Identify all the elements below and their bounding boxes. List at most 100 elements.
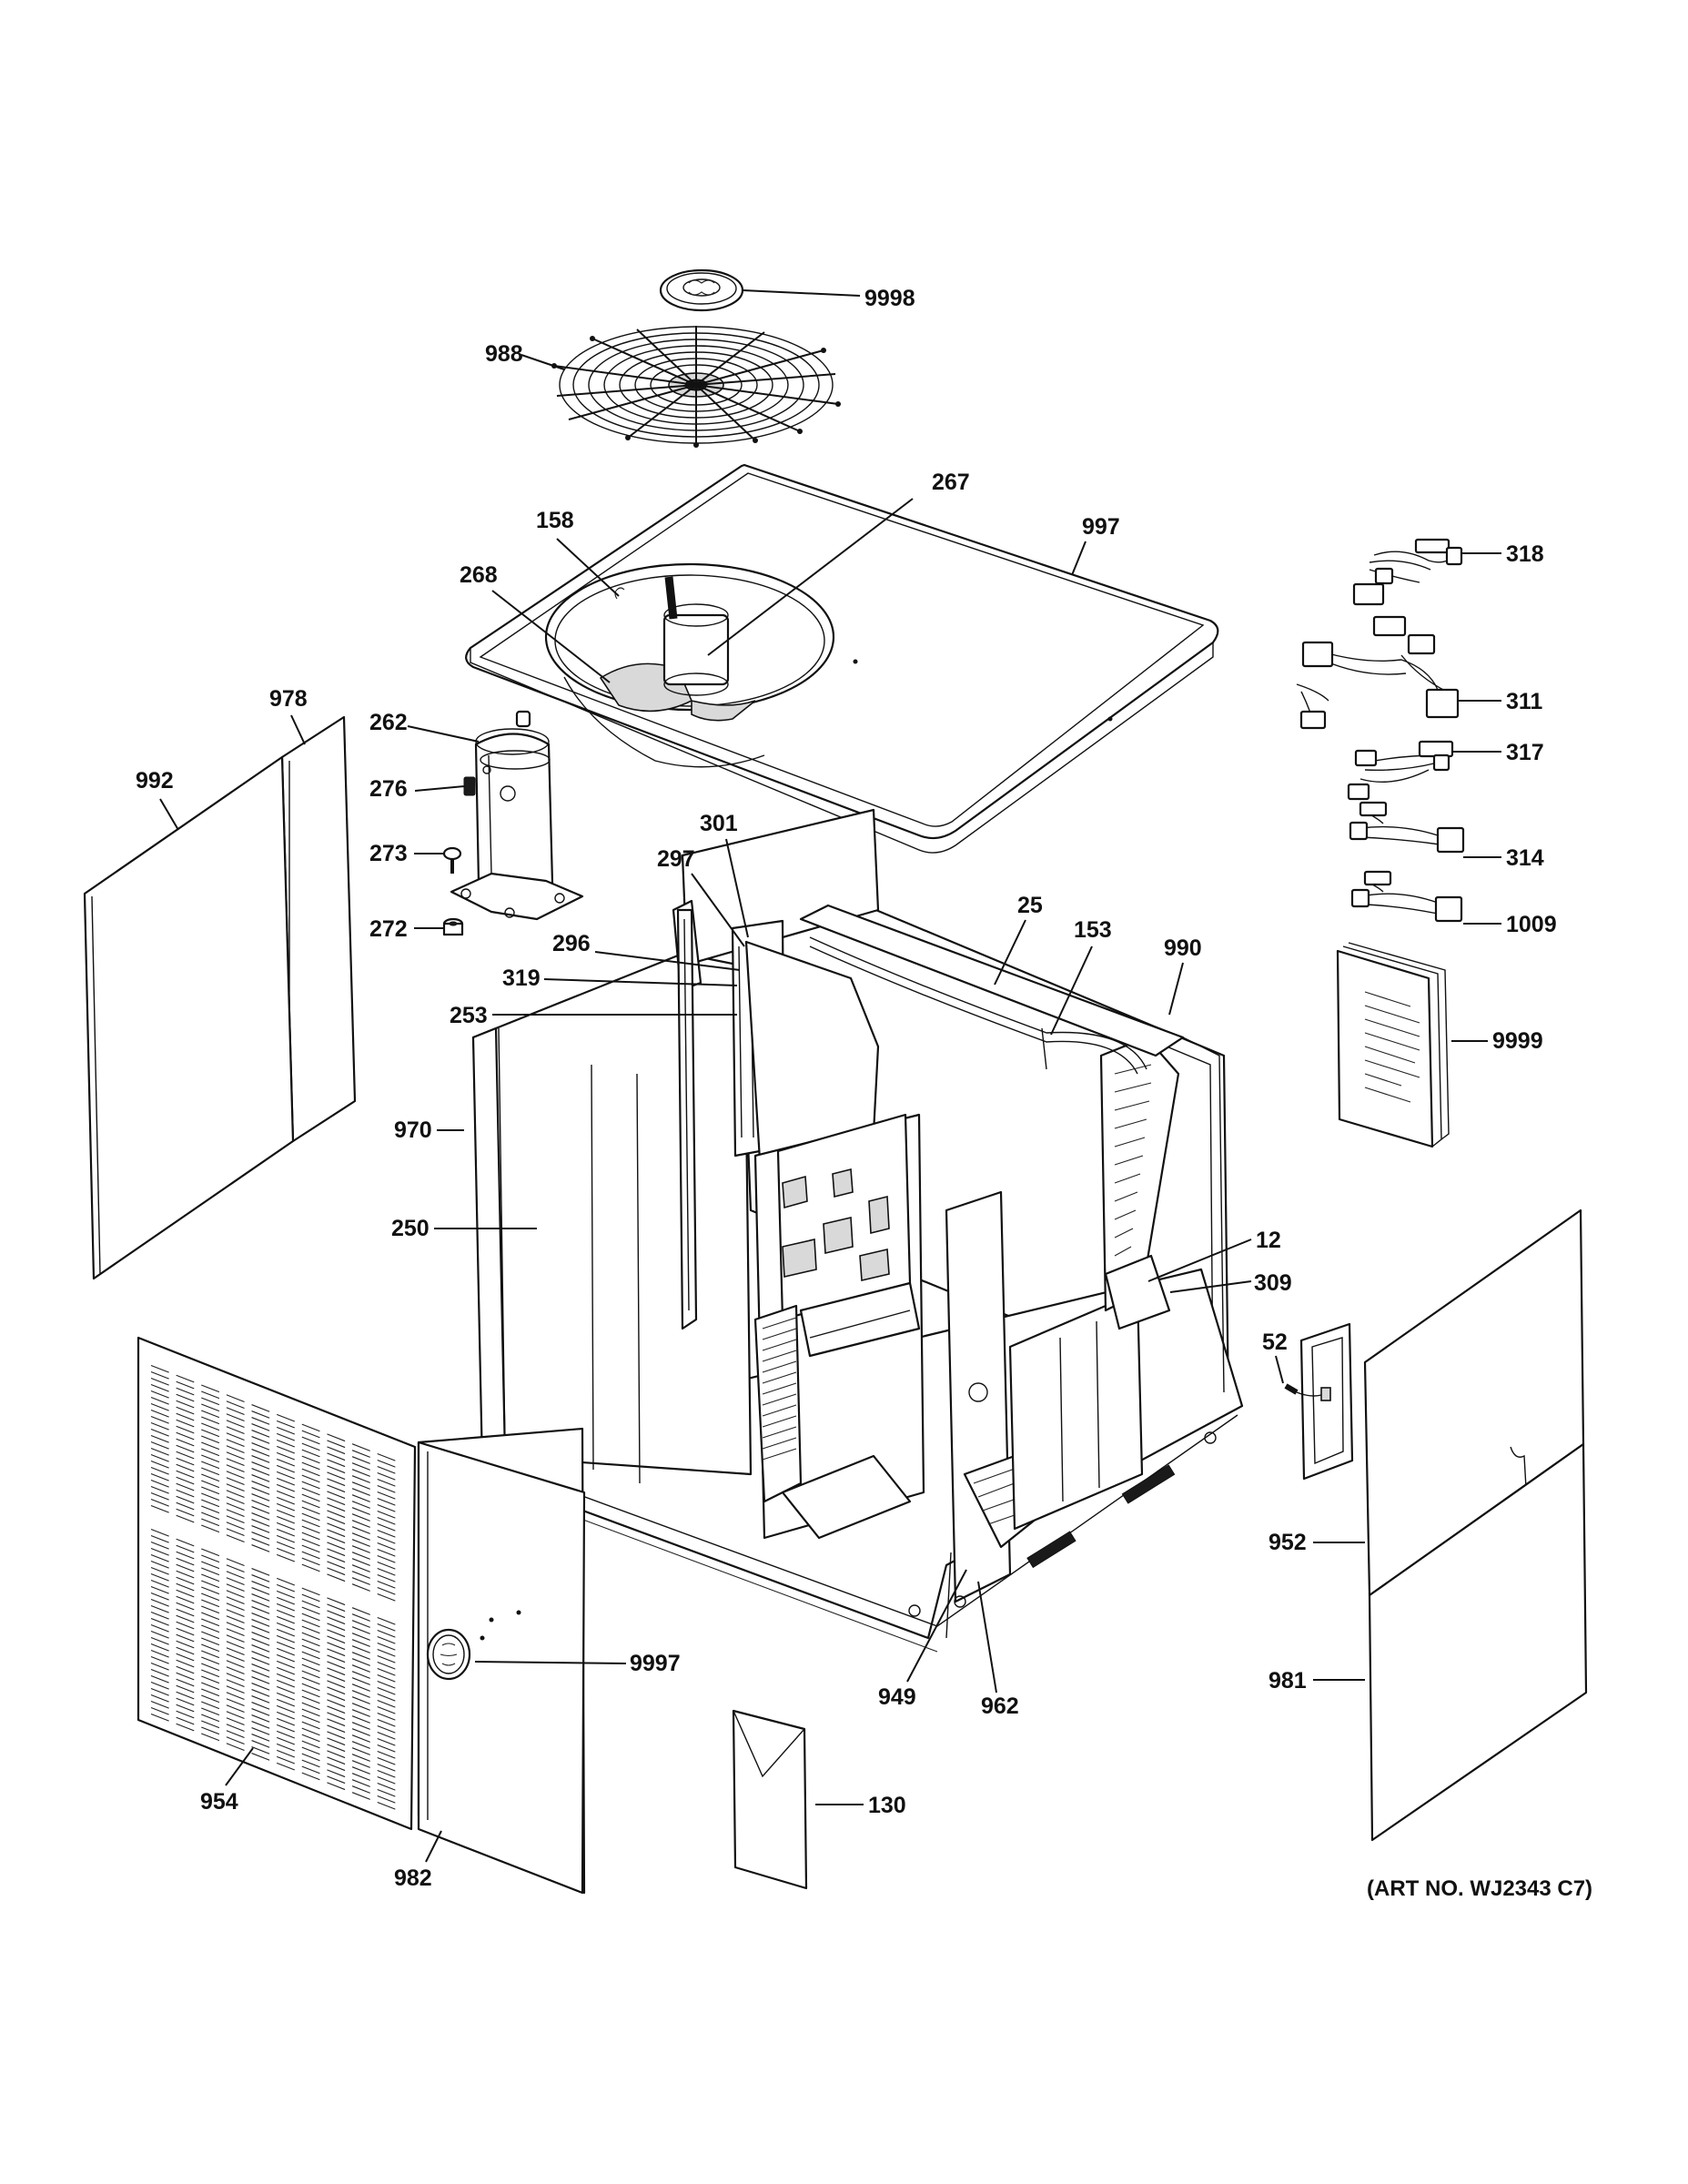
grille-louver — [351, 1475, 370, 1483]
grille-louver — [327, 1673, 346, 1683]
grille-louver — [377, 1529, 396, 1538]
grille-louver — [226, 1426, 245, 1434]
grille-louver — [226, 1641, 245, 1649]
grille-louver — [176, 1508, 195, 1517]
grille-louver — [226, 1622, 245, 1630]
grille-louver — [301, 1461, 320, 1471]
callout-962: 962 — [981, 1694, 1019, 1719]
grille-louver — [276, 1711, 296, 1720]
grille-louver — [327, 1705, 346, 1714]
grille-louver — [251, 1632, 270, 1640]
grille-louver — [327, 1731, 346, 1740]
grille-louver — [327, 1616, 346, 1625]
grille-louver — [150, 1674, 169, 1684]
grille-louver — [201, 1505, 220, 1514]
grille-louver — [301, 1721, 320, 1730]
grille-louver — [150, 1541, 169, 1550]
grille-louver — [351, 1792, 370, 1800]
grille-louver — [276, 1432, 296, 1441]
grille-louver — [226, 1685, 245, 1694]
grille-louver — [351, 1658, 370, 1666]
grille-louver — [251, 1525, 270, 1533]
grille-louver — [251, 1644, 270, 1653]
grille-louver — [150, 1396, 169, 1405]
grille-louver — [150, 1560, 169, 1569]
grille-louver — [251, 1581, 270, 1589]
grille-louver — [377, 1616, 396, 1625]
harness-318 — [1352, 538, 1463, 606]
grille-louver — [377, 1782, 396, 1791]
grille-louver — [176, 1482, 195, 1491]
grille-louver — [251, 1544, 270, 1552]
grille-louver — [351, 1677, 370, 1685]
grille-louver — [251, 1600, 270, 1608]
grille-louver — [327, 1699, 346, 1708]
compressor-262 — [450, 710, 584, 921]
grille-louver — [201, 1397, 220, 1406]
grille-louver — [276, 1522, 296, 1531]
access-panel — [1299, 1322, 1354, 1481]
grille-louver — [276, 1666, 296, 1675]
grille-louver — [226, 1743, 245, 1751]
grille-louver — [226, 1407, 245, 1415]
grille-louver — [226, 1558, 245, 1566]
grille-louver — [150, 1447, 169, 1456]
grille-louver — [377, 1554, 396, 1563]
grille-louver — [150, 1402, 169, 1411]
grille-louver — [276, 1477, 296, 1486]
grille-louver — [276, 1483, 296, 1492]
grille-louver — [201, 1675, 220, 1684]
grille-louver — [251, 1753, 270, 1761]
grille-louver — [276, 1762, 296, 1771]
grille-louver — [327, 1433, 346, 1442]
grille-louver — [226, 1730, 245, 1738]
grille-louver — [377, 1497, 396, 1506]
grille-louver — [351, 1684, 370, 1692]
callout-319: 319 — [502, 966, 541, 991]
grille-louver — [176, 1444, 195, 1453]
grille-louver — [301, 1544, 320, 1553]
grille-louver — [327, 1561, 346, 1570]
grille-louver — [327, 1522, 346, 1532]
grille-louver — [351, 1462, 370, 1471]
grille-louver — [251, 1676, 270, 1684]
grille-louver — [201, 1663, 220, 1672]
grille-louver — [301, 1702, 320, 1711]
grille-louver — [226, 1603, 245, 1611]
grille-louver — [201, 1518, 220, 1527]
grille-louver — [276, 1426, 296, 1435]
grille-louver — [251, 1613, 270, 1621]
grille-louver — [201, 1694, 220, 1704]
grille-louver — [226, 1628, 245, 1636]
grille-louver — [327, 1597, 346, 1606]
callout-949: 949 — [878, 1684, 916, 1710]
side-panel-981 — [1368, 1442, 1588, 1842]
grille-louver — [351, 1501, 370, 1509]
callout-52: 52 — [1262, 1330, 1288, 1355]
grille-louver — [327, 1782, 346, 1791]
grille-louver — [301, 1651, 320, 1660]
grille-louver — [226, 1502, 245, 1511]
grille-louver — [351, 1620, 370, 1628]
grille-louver — [226, 1711, 245, 1719]
grille-louver — [276, 1673, 296, 1682]
grille-louver — [226, 1458, 245, 1466]
callout-301: 301 — [700, 811, 738, 836]
grille-louver — [251, 1683, 270, 1691]
grille-louver — [327, 1661, 346, 1670]
grille-louver — [176, 1589, 195, 1598]
grille-louver — [226, 1634, 245, 1643]
grille-louver — [327, 1750, 346, 1759]
grille-louver — [351, 1532, 370, 1541]
grille-louver — [201, 1416, 220, 1425]
grille-louver — [150, 1383, 169, 1392]
grille-louver — [301, 1714, 320, 1724]
grille-louver — [176, 1672, 195, 1681]
grille-louver — [201, 1580, 220, 1589]
grille-louver — [276, 1717, 296, 1726]
grille-louver — [251, 1449, 270, 1457]
grille-louver — [176, 1470, 195, 1479]
grille-louver — [150, 1428, 169, 1437]
grille-louver — [327, 1603, 346, 1613]
